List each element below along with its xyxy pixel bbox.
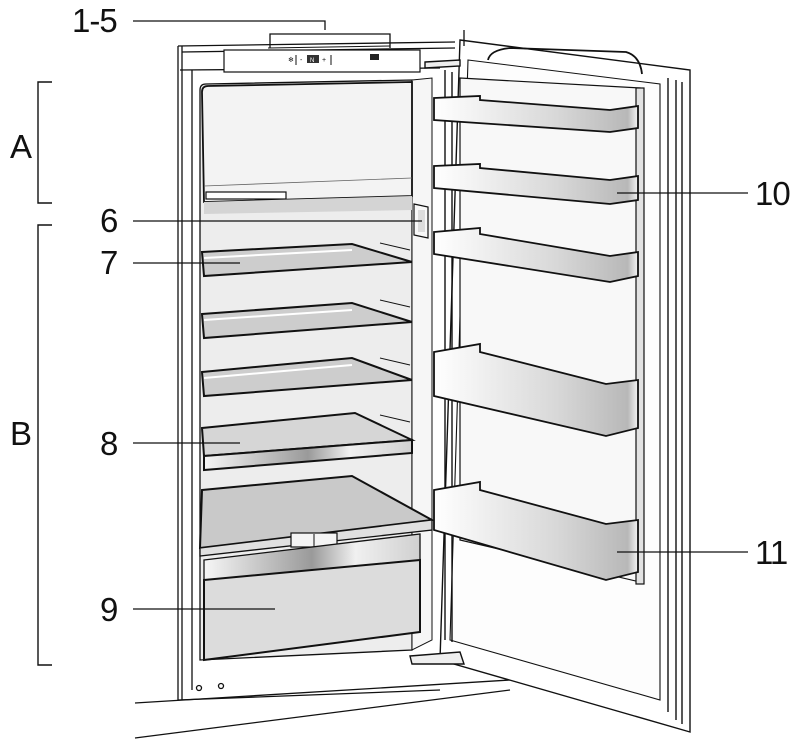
callout-label-7: 7 [100, 244, 118, 281]
zone-a-bracket [37, 81, 52, 204]
door-shelves [433, 95, 639, 581]
callout-label-6: 6 [100, 202, 118, 239]
zone-brackets [37, 81, 52, 666]
callout-label-11: 11 [755, 534, 788, 571]
zone-b-bracket [37, 224, 52, 666]
callout-lines [133, 20, 748, 610]
zone-label-b: B [10, 415, 32, 452]
svg-text:-: - [300, 57, 303, 64]
svg-text:+: + [322, 57, 326, 64]
glass-shelves [198, 242, 436, 557]
svg-text:❄: ❄ [288, 56, 294, 64]
callout-label-8: 8 [100, 425, 118, 462]
zone-label-a: A [10, 128, 32, 165]
control-panel: ❄ - N + [223, 45, 421, 73]
freezer-compartment [201, 81, 413, 214]
callout-label-10: 10 [755, 175, 791, 212]
shelf-rails [379, 242, 411, 423]
callout-label-1-5: 1-5 [72, 2, 118, 39]
callout-label-9: 9 [100, 591, 118, 628]
vegetable-container [203, 533, 421, 662]
svg-text:N: N [310, 58, 314, 64]
